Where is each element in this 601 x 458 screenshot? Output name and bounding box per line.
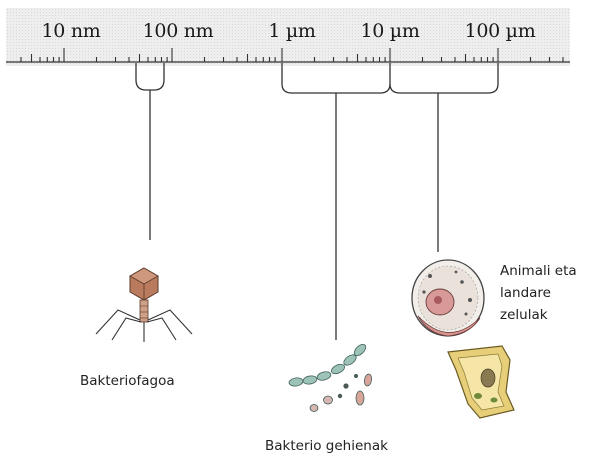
bacteria-illustration	[289, 342, 373, 411]
ruler-ticks	[21, 48, 563, 62]
plant-cell-illustration	[448, 346, 514, 418]
bracket-cells	[390, 63, 498, 252]
bacteriophage-illustration	[96, 268, 192, 342]
bracket-bacteriophage	[136, 63, 164, 240]
label-bacteria: Bakterio gehienak	[265, 438, 388, 454]
label-bacteriophage: Bakteriofagoa	[80, 373, 175, 389]
animal-cell-illustration	[412, 260, 484, 336]
bracket-bacteria	[282, 63, 390, 340]
label-animal-plant-cells: Animali eta landare zelulak	[500, 260, 590, 326]
